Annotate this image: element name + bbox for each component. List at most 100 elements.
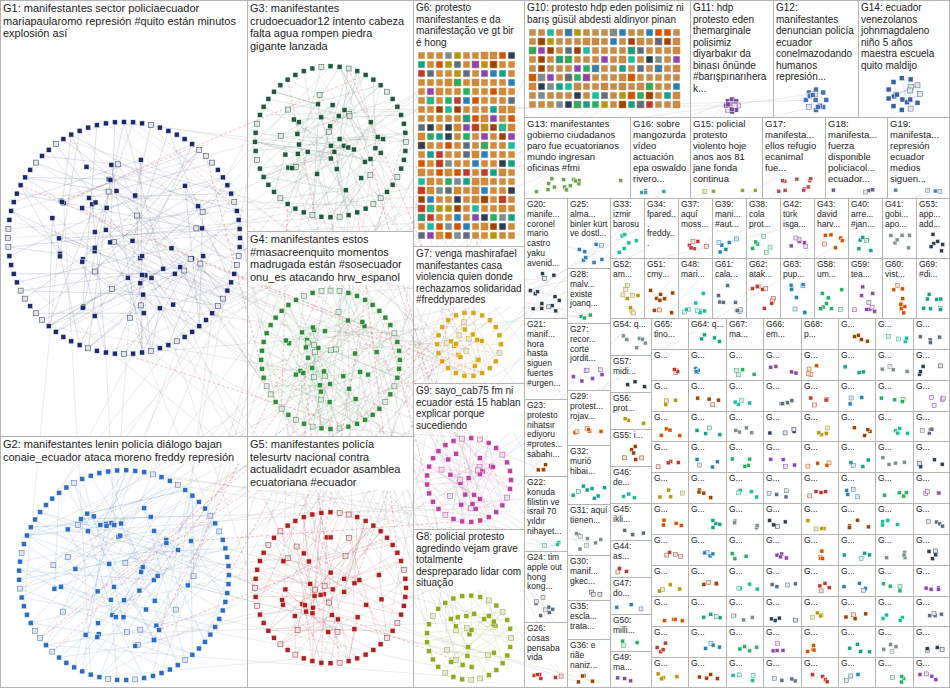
graph-tie: [191, 541, 192, 655]
vertex-icon: [301, 371, 306, 376]
vertex-icon: [328, 348, 333, 353]
vertex-icon: [300, 330, 305, 335]
graph-tie: [124, 354, 348, 427]
vertex-icon: [53, 142, 58, 147]
vertex-icon: [481, 79, 488, 86]
graph-tie: [106, 101, 728, 352]
vertex-icon: [53, 329, 58, 334]
vertex-icon: [463, 151, 470, 158]
vertex-icon: [754, 240, 758, 244]
vertex-icon: [293, 518, 298, 523]
vertex-icon: [619, 56, 626, 63]
vertex-icon: [583, 47, 590, 54]
vertex-icon: [427, 106, 434, 113]
vertex-icon: [328, 215, 333, 220]
vertex-icon: [703, 189, 707, 193]
graph-tie: [11, 116, 349, 211]
vertex-icon: [33, 311, 38, 316]
vertex-icon: [673, 65, 680, 72]
graph-tie: [49, 274, 175, 326]
vertex-icon: [445, 97, 452, 104]
vertex-icon: [443, 443, 448, 448]
vertex-icon: [166, 343, 171, 348]
vertex-icon: [894, 188, 898, 192]
vertex-icon: [285, 556, 290, 561]
vertex-icon: [200, 210, 205, 215]
vertex-icon: [122, 598, 127, 603]
graph-tie: [337, 71, 358, 169]
vertex-icon: [60, 200, 65, 205]
vertex-icon: [390, 542, 395, 547]
vertex-icon: [362, 159, 367, 164]
graph-tie: [46, 630, 140, 646]
vertex-icon: [938, 189, 942, 193]
vertex-icon: [116, 162, 121, 167]
vertex-icon: [436, 115, 443, 122]
vertex-icon: [547, 29, 554, 36]
vertex-icon: [189, 539, 194, 544]
vertex-icon: [531, 307, 535, 311]
vertex-icon: [454, 133, 461, 140]
vertex-icon: [436, 223, 443, 230]
vertex-icon: [182, 334, 187, 339]
vertex-icon: [472, 178, 479, 185]
graph-tie: [274, 155, 285, 192]
vertex-icon: [133, 193, 138, 198]
graph-tie: [260, 561, 321, 595]
vertex-icon: [499, 124, 506, 131]
vertex-icon: [337, 64, 342, 69]
vertex-icon: [370, 302, 375, 307]
vertex-icon: [259, 348, 264, 353]
vertex-icon: [454, 97, 461, 104]
vertex-icon: [108, 597, 113, 602]
vertex-icon: [7, 217, 12, 222]
vertex-icon: [528, 289, 532, 293]
vertex-icon: [301, 69, 306, 74]
vertex-icon: [359, 176, 364, 181]
vertex-icon: [301, 210, 306, 215]
vertex-icon: [317, 383, 322, 388]
vertex-icon: [508, 160, 515, 167]
graph-tie: [368, 313, 464, 375]
vertex-icon: [378, 642, 383, 647]
vertex-icon: [436, 97, 443, 104]
vertex-icon: [427, 133, 434, 140]
vertex-icon: [327, 600, 332, 605]
vertex-icon: [491, 619, 496, 624]
vertex-icon: [886, 87, 891, 92]
vertex-icon: [272, 89, 277, 94]
vertex-icon: [310, 365, 315, 370]
vertex-icon: [96, 621, 101, 626]
graph-tie: [438, 666, 471, 667]
vertex-icon: [61, 137, 66, 142]
vertex-icon: [508, 88, 515, 95]
vertex-icon: [155, 573, 160, 578]
vertex-icon: [266, 96, 271, 101]
vertex-icon: [107, 561, 112, 566]
graph-tie: [330, 85, 380, 126]
vertex-icon: [565, 29, 572, 36]
vertex-icon: [623, 233, 627, 237]
vertex-icon: [900, 97, 905, 102]
vertex-icon: [472, 223, 479, 230]
vertex-icon: [565, 101, 572, 108]
vertex-icon: [583, 83, 590, 90]
graph-tie: [84, 307, 545, 546]
vertex-icon: [346, 659, 351, 664]
vertex-icon: [538, 101, 545, 108]
vertex-icon: [619, 29, 626, 36]
vertex-icon: [119, 521, 124, 526]
vertex-icon: [403, 148, 408, 153]
vertex-icon: [499, 187, 506, 194]
vertex-icon: [278, 642, 283, 647]
graph-tie: [460, 480, 472, 522]
vertex-icon: [795, 177, 799, 181]
vertex-icon: [28, 304, 33, 309]
vertex-icon: [293, 372, 298, 377]
vertex-icon: [536, 290, 540, 294]
vertex-icon: [454, 160, 461, 167]
vertex-icon: [322, 583, 327, 588]
vertex-icon: [490, 169, 497, 176]
vertex-icon: [585, 537, 589, 541]
vertex-icon: [261, 620, 266, 625]
